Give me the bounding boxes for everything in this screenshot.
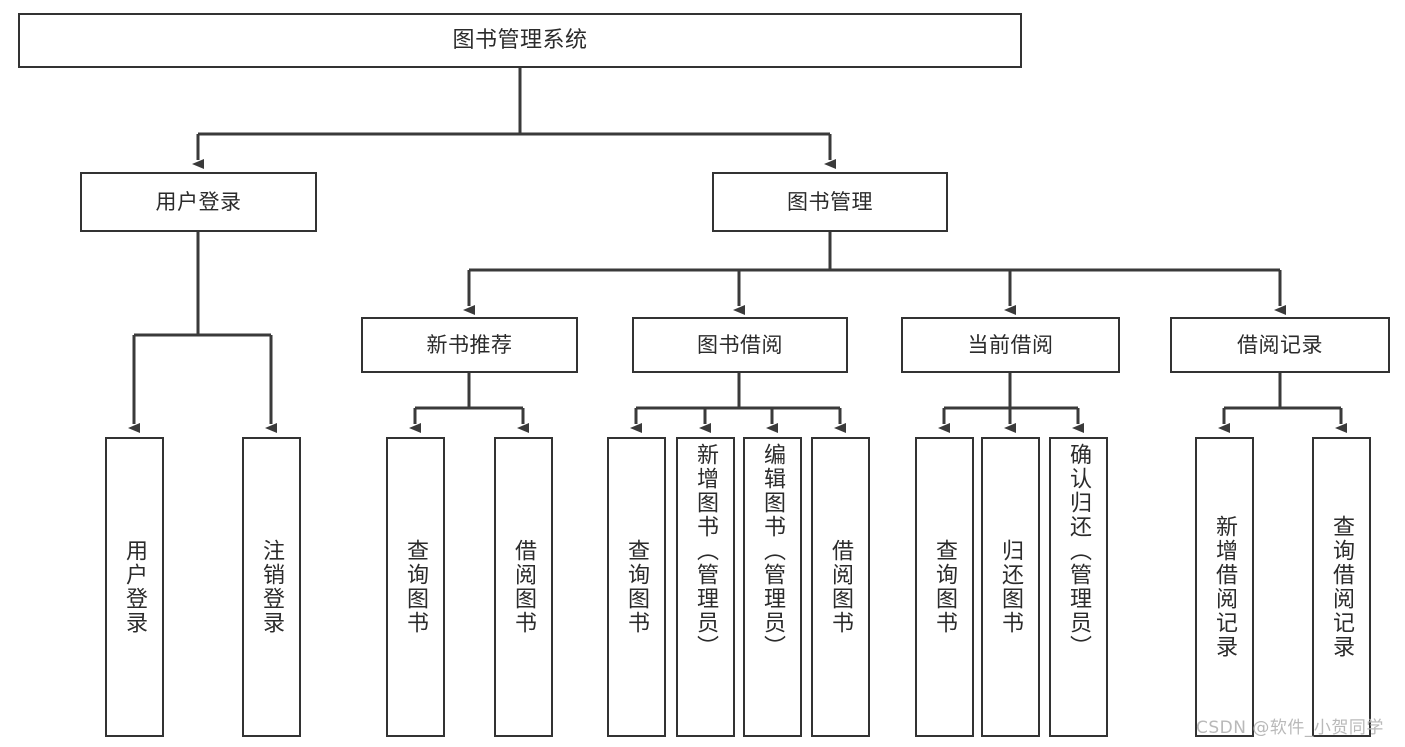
- leaf-borrow-query-book[interactable]: 查询图书: [607, 437, 666, 737]
- node-label: 注销登录: [259, 539, 285, 635]
- leaf-recommend-query-book[interactable]: 查询图书: [386, 437, 445, 737]
- node-book-management[interactable]: 图书管理: [712, 172, 948, 232]
- node-label: 用户登录: [155, 189, 242, 214]
- leaf-record-query-record[interactable]: 查询借阅记录: [1312, 437, 1371, 737]
- node-label: 当前借阅: [967, 332, 1054, 357]
- node-label: 新增图书（管理员）: [693, 443, 719, 659]
- leaf-current-confirm-return-admin[interactable]: 确认归还（管理员）: [1049, 437, 1108, 737]
- node-label: 归还图书: [998, 539, 1024, 635]
- leaf-current-query-book[interactable]: 查询图书: [915, 437, 974, 737]
- node-label: 查询借阅记录: [1329, 515, 1355, 659]
- node-book-borrow[interactable]: 图书借阅: [632, 317, 848, 373]
- node-label: 查询图书: [624, 539, 650, 635]
- node-label: 用户登录: [122, 539, 148, 635]
- node-label: 新增借阅记录: [1212, 515, 1238, 659]
- node-label: 新书推荐: [426, 332, 513, 357]
- node-label: 确认归还（管理员）: [1066, 443, 1092, 659]
- leaf-borrow-borrow-book[interactable]: 借阅图书: [811, 437, 870, 737]
- node-label: 编辑图书（管理员）: [760, 443, 786, 659]
- node-label: 借阅图书: [511, 539, 537, 635]
- node-new-book-recommend[interactable]: 新书推荐: [361, 317, 578, 373]
- leaf-recommend-borrow-book[interactable]: 借阅图书: [494, 437, 553, 737]
- node-label: 借阅记录: [1237, 332, 1323, 357]
- leaf-current-return-book[interactable]: 归还图书: [981, 437, 1040, 737]
- leaf-user-login-login[interactable]: 用户登录: [105, 437, 164, 737]
- node-label: 借阅图书: [828, 539, 854, 635]
- node-borrow-record[interactable]: 借阅记录: [1170, 317, 1390, 373]
- leaf-user-login-logout[interactable]: 注销登录: [242, 437, 301, 737]
- node-label: 查询图书: [932, 539, 958, 635]
- node-label: 图书管理系统: [452, 27, 588, 53]
- node-label: 图书借阅: [697, 332, 783, 357]
- node-label: 图书管理: [787, 189, 873, 214]
- node-current-borrow[interactable]: 当前借阅: [901, 317, 1120, 373]
- node-user-login[interactable]: 用户登录: [80, 172, 317, 232]
- leaf-borrow-edit-book-admin[interactable]: 编辑图书（管理员）: [743, 437, 802, 737]
- leaf-borrow-add-book-admin[interactable]: 新增图书（管理员）: [676, 437, 735, 737]
- leaf-record-add-record[interactable]: 新增借阅记录: [1195, 437, 1254, 737]
- csdn-watermark: CSDN @软件_小贺同学: [1196, 718, 1384, 738]
- node-label: 查询图书: [403, 539, 429, 635]
- node-root-system[interactable]: 图书管理系统: [18, 13, 1022, 68]
